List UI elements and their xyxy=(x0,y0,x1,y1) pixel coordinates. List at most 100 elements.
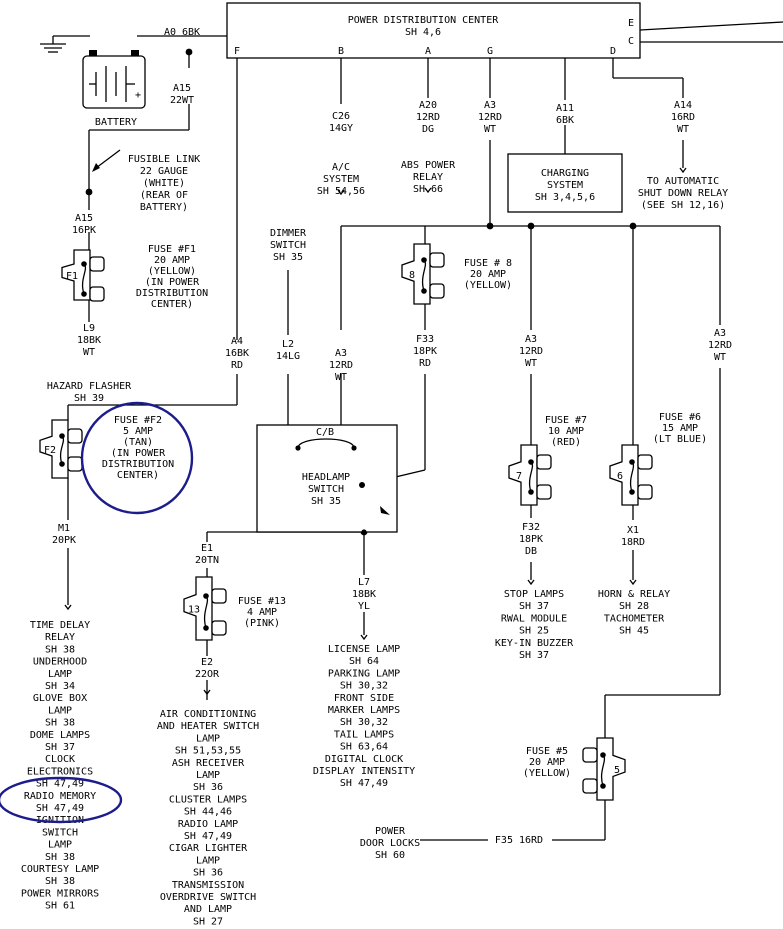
l7-load-list: DISPLAY INTENSITY xyxy=(313,766,415,777)
wire-a20: 12RD xyxy=(416,112,440,123)
headlamp-label: SWITCH xyxy=(308,484,344,495)
l7-load-list: SH 64 xyxy=(349,656,379,667)
left-load-list: SH 38 xyxy=(45,718,75,729)
fuse-number: 8 xyxy=(409,270,415,281)
stop-load-list: KEY-IN BUZZER xyxy=(495,638,574,649)
wire-e1: E1 xyxy=(201,543,213,554)
splice-dot xyxy=(486,222,494,230)
l7-load-list: LICENSE LAMP xyxy=(328,644,400,655)
mid-load-list: AND HEATER SWITCH xyxy=(157,721,259,732)
fuse-f8-label: FUSE # 8 xyxy=(464,258,512,269)
circuit-breaker xyxy=(297,438,355,449)
annotation-layer xyxy=(0,401,194,824)
splice-dot xyxy=(527,222,535,230)
l7-load-list: MARKER LAMPS xyxy=(328,705,400,716)
battery-label: BATTERY xyxy=(95,117,137,128)
fusible-link-label: 22 GAUGE xyxy=(140,166,188,177)
connector-mark xyxy=(527,579,535,586)
splice-dot xyxy=(629,222,637,230)
left-load-list: TIME DELAY xyxy=(30,620,90,631)
l7-load-list: FRONT SIDE xyxy=(334,693,394,704)
left-load-list: LAMP xyxy=(48,669,72,680)
wire-a15-bot: A15 xyxy=(75,213,93,224)
highlight-circle-radio-memory xyxy=(0,776,123,824)
left-load-list: COURTESY LAMP xyxy=(21,864,99,875)
left-load-list: LAMP xyxy=(48,840,72,851)
wire-l9: L9 xyxy=(83,323,95,334)
stop-load-list: SH 37 xyxy=(519,650,549,661)
left-load-list: SH 38 xyxy=(45,852,75,863)
dimmer-label: SWITCH xyxy=(270,240,306,251)
wire-a3-f5: A3 xyxy=(714,328,726,339)
horn-load-list: SH 28 xyxy=(619,601,649,612)
pin-c: C xyxy=(628,36,634,47)
asd-label: TO AUTOMATIC xyxy=(647,176,719,187)
mid-load-list: AND LAMP xyxy=(184,904,232,915)
connector-mark xyxy=(337,189,345,196)
fuse-f13-label: 4 AMP xyxy=(247,607,277,618)
connector-mark xyxy=(679,167,687,174)
stop-load-list: SH 25 xyxy=(519,626,549,637)
abs-label: ABS POWER xyxy=(401,160,456,171)
left-load-list: GLOVE BOX xyxy=(33,693,87,704)
left-load-list: SH 38 xyxy=(45,876,75,887)
wire-f33: F33 xyxy=(416,334,434,345)
fuse-f8-label: (YELLOW) xyxy=(464,280,512,291)
wire-f35: F35 16RD xyxy=(495,835,543,846)
splice-dot xyxy=(185,48,193,56)
mid-load-list: AIR CONDITIONING xyxy=(160,709,256,720)
left-load-list: CLOCK xyxy=(45,754,75,765)
wire-l7: 18BK xyxy=(352,589,376,600)
connector-mark xyxy=(424,187,432,194)
connector-mark xyxy=(360,634,368,641)
l7-load-list: SH 63,64 xyxy=(340,742,388,753)
fuse-f7 xyxy=(508,444,552,506)
wire-a3-g: 12RD xyxy=(478,112,502,123)
fusible-link-label: BATTERY) xyxy=(140,202,188,213)
left-load-list: RELAY xyxy=(45,632,75,643)
fuse-f1-label: DISTRIBUTION xyxy=(136,288,208,299)
charging-label: SYSTEM xyxy=(547,180,583,191)
wire-x1: 18RD xyxy=(621,537,645,548)
fuse-f1-label: (YELLOW) xyxy=(148,266,196,277)
headlamp-switch-box xyxy=(256,424,398,533)
fuse-f1 xyxy=(61,249,105,302)
wire-a4: A4 xyxy=(231,336,243,347)
fuse-f6-label: FUSE #6 xyxy=(659,412,701,423)
abs-label: RELAY xyxy=(413,172,443,183)
wire-a15-bot: 16PK xyxy=(72,225,96,236)
wire-c26: C26 xyxy=(332,111,350,122)
mid-load-list: SH 47,49 xyxy=(184,831,232,842)
charging-label: SH 3,4,5,6 xyxy=(535,192,595,203)
switch-arrow xyxy=(380,506,390,515)
wire-l9: 18BK xyxy=(77,335,101,346)
wire-e2: 22OR xyxy=(195,669,220,680)
wire-l7: L7 xyxy=(358,577,370,588)
wire-f33: 18PK xyxy=(413,346,437,357)
wire-a3-f5: WT xyxy=(714,352,726,363)
left-load-list: SH 61 xyxy=(45,901,75,912)
pin-f: F xyxy=(234,46,240,57)
fuse-f1-label: FUSE #F1 xyxy=(148,244,196,255)
pin-b: B xyxy=(338,46,344,57)
pin-g: G xyxy=(487,46,493,57)
l7-load-list: TAIL LAMPS xyxy=(334,729,394,740)
wire-m1: 20PK xyxy=(52,535,76,546)
mid-load-list: SH 36 xyxy=(193,868,223,879)
wire-a14: A14 xyxy=(674,100,692,111)
wire-f32: DB xyxy=(525,546,537,557)
l7-load-list: SH 30,32 xyxy=(340,681,388,692)
mid-load-list: SH 27 xyxy=(193,916,223,927)
wire-a20: DG xyxy=(422,124,434,135)
fuse-f1-label: (IN POWER xyxy=(145,277,200,288)
dimmer-label: DIMMER xyxy=(270,228,307,239)
fuse-f5-label: 20 AMP xyxy=(529,757,565,768)
left-load-list: DOME LAMPS xyxy=(30,730,90,741)
component-layer xyxy=(39,2,687,801)
mid-load-list: TRANSMISSION xyxy=(172,880,244,891)
mid-load-list: LAMP xyxy=(196,733,220,744)
mid-load-list: SH 51,53,55 xyxy=(175,746,241,757)
pdc-sheet: SH 4,6 xyxy=(405,27,441,38)
wire-a20: A20 xyxy=(419,100,437,111)
